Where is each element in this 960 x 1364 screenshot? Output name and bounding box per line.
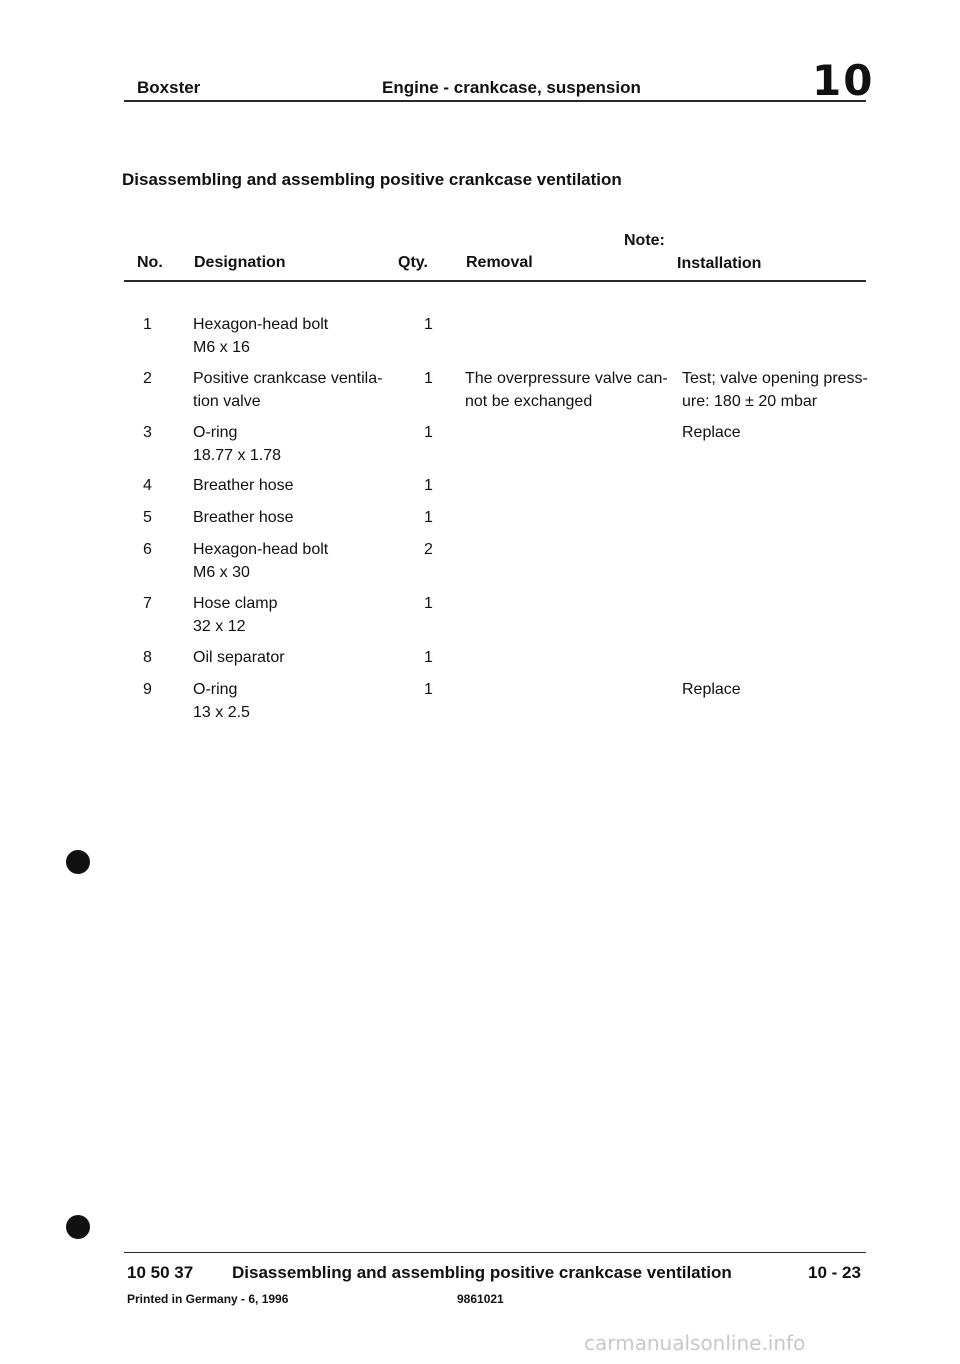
designation-text: 32 x 12 bbox=[193, 618, 246, 635]
col-header-installation: Installation bbox=[677, 255, 762, 272]
note-label: Note: bbox=[624, 232, 665, 249]
footer-page-number: 10 - 23 bbox=[808, 1263, 861, 1282]
quantity: 1 bbox=[424, 649, 433, 666]
binding-hole-icon bbox=[66, 850, 90, 874]
col-header-no: No. bbox=[137, 254, 163, 271]
designation-text: Positive crankcase ventila- bbox=[193, 370, 383, 387]
designation-text: Hose clamp bbox=[193, 595, 278, 612]
table-header-rule bbox=[124, 280, 866, 282]
header-chapter: Engine - crankcase, suspension bbox=[382, 78, 641, 97]
designation-text: Hexagon-head bolt bbox=[193, 541, 329, 558]
removal-note: not be exchanged bbox=[465, 393, 593, 410]
watermark: carmanualsonline.info bbox=[584, 1331, 806, 1355]
quantity: 1 bbox=[424, 477, 433, 494]
row-number: 2 bbox=[143, 370, 152, 387]
footer-title: Disassembling and assembling positive cr… bbox=[232, 1263, 732, 1282]
col-header-qty: Qty. bbox=[398, 254, 428, 271]
row-number: 9 bbox=[143, 681, 152, 698]
installation-note: Replace bbox=[682, 681, 741, 698]
installation-note: ure: 180 ± 20 mbar bbox=[682, 393, 818, 410]
designation-text: 13 x 2.5 bbox=[193, 704, 250, 721]
col-header-designation: Designation bbox=[194, 254, 286, 271]
binding-hole-icon bbox=[66, 1215, 90, 1239]
header-group-number: 10 bbox=[812, 56, 875, 105]
designation-text: M6 x 30 bbox=[193, 564, 250, 581]
footer-code: 10 50 37 bbox=[127, 1263, 194, 1282]
designation-text: M6 x 16 bbox=[193, 339, 250, 356]
designation-text: 18.77 x 1.78 bbox=[193, 447, 282, 464]
quantity: 1 bbox=[424, 681, 433, 698]
row-number: 7 bbox=[143, 595, 152, 612]
installation-note: Replace bbox=[682, 424, 741, 441]
row-number: 4 bbox=[143, 477, 152, 494]
quantity: 1 bbox=[424, 370, 433, 387]
designation-text: Hexagon-head bolt bbox=[193, 316, 329, 333]
footer-rule bbox=[124, 1252, 866, 1253]
row-number: 8 bbox=[143, 649, 152, 666]
removal-note: The overpressure valve can- bbox=[465, 370, 668, 387]
installation-note: Test; valve opening press- bbox=[682, 370, 868, 387]
section-title: Disassembling and assembling positive cr… bbox=[122, 170, 622, 189]
designation-text: Breather hose bbox=[193, 509, 294, 526]
designation-text: O-ring bbox=[193, 681, 238, 698]
header-rule bbox=[124, 100, 866, 102]
designation-text: O-ring bbox=[193, 424, 238, 441]
designation-text: Oil separator bbox=[193, 649, 285, 666]
printed-info: Printed in Germany - 6, 1996 bbox=[127, 1292, 289, 1306]
part-number: 9861021 bbox=[457, 1292, 504, 1306]
designation-text: tion valve bbox=[193, 393, 261, 410]
row-number: 3 bbox=[143, 424, 152, 441]
quantity: 1 bbox=[424, 509, 433, 526]
row-number: 6 bbox=[143, 541, 152, 558]
quantity: 1 bbox=[424, 424, 433, 441]
quantity: 1 bbox=[424, 316, 433, 333]
quantity: 2 bbox=[424, 541, 433, 558]
header-model: Boxster bbox=[137, 78, 201, 97]
designation-text: Breather hose bbox=[193, 477, 294, 494]
col-header-removal: Removal bbox=[466, 254, 533, 271]
row-number: 5 bbox=[143, 509, 152, 526]
quantity: 1 bbox=[424, 595, 433, 612]
row-number: 1 bbox=[143, 316, 152, 333]
